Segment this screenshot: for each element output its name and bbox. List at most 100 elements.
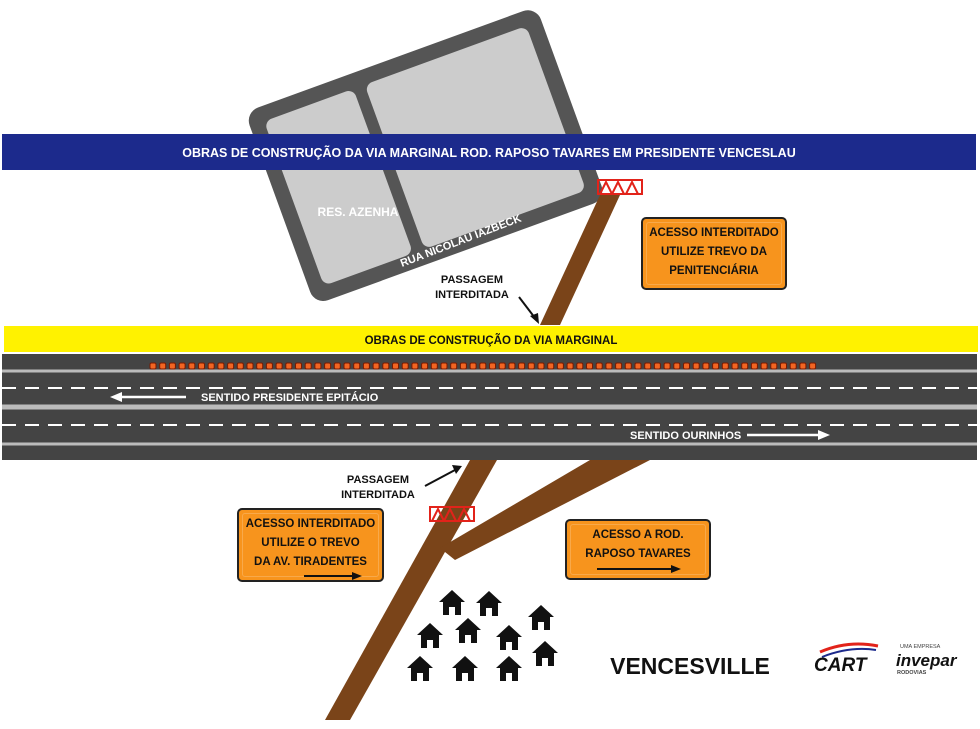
sign-tiradentes-line2: UTILIZE O TREVO xyxy=(261,537,360,549)
passage-south-line2: INTERDITADA xyxy=(341,489,415,501)
traffic-cone xyxy=(343,362,351,370)
reservoir-label: RES. AZENHA xyxy=(318,205,399,219)
traffic-cone xyxy=(382,362,390,370)
house-icon xyxy=(476,591,502,616)
traffic-cone xyxy=(333,362,341,370)
traffic-cone xyxy=(411,362,419,370)
dirt-road-branch xyxy=(440,460,650,560)
traffic-cone xyxy=(217,362,225,370)
traffic-cone xyxy=(653,362,661,370)
neighborhood-label: VENCESVILLE xyxy=(610,653,770,679)
traffic-cone xyxy=(731,362,739,370)
traffic-cone xyxy=(683,362,690,370)
traffic-cone xyxy=(149,362,157,370)
invepar-sub: RODOVIAS xyxy=(897,670,927,676)
traffic-cone xyxy=(750,362,758,370)
traffic-cone xyxy=(469,362,477,370)
traffic-cone xyxy=(615,362,623,370)
traffic-cone xyxy=(547,362,555,370)
traffic-cone xyxy=(518,362,526,370)
traffic-cone xyxy=(362,362,370,370)
traffic-cone xyxy=(702,362,710,370)
traffic-cone xyxy=(770,362,778,370)
passage-south-arrow xyxy=(424,465,462,487)
traffic-cone xyxy=(527,362,535,370)
traffic-cone xyxy=(809,362,817,370)
sign-tiradentes-arrow xyxy=(304,572,362,580)
traffic-cone xyxy=(741,362,749,370)
sign-tiradentes-line1: ACESSO INTERDITADO xyxy=(245,518,376,530)
house-icon xyxy=(455,618,481,643)
traffic-cone xyxy=(227,362,235,370)
sign-tiradentes-line3: DA AV. TIRADENTES xyxy=(254,556,367,568)
house-icon xyxy=(452,656,478,681)
traffic-cone xyxy=(236,362,244,370)
works-strip-text: OBRAS DE CONSTRUÇÃO DA VIA MARGINAL xyxy=(365,334,618,347)
traffic-cone xyxy=(168,362,176,370)
traffic-cone xyxy=(760,362,768,370)
traffic-cone xyxy=(712,362,720,370)
sign-penitenciaria: ACESSO INTERDITADO UTILIZE TREVO DA PENI… xyxy=(641,217,787,290)
barrier-south xyxy=(429,506,475,522)
sign-raposo-arrow xyxy=(597,565,681,573)
traffic-cone xyxy=(692,362,700,370)
traffic-cone xyxy=(498,362,506,370)
traffic-cone xyxy=(314,362,322,370)
direction-west-label: SENTIDO PRESIDENTE EPITÁCIO xyxy=(201,391,379,404)
traffic-cone xyxy=(256,362,264,370)
traffic-cone xyxy=(392,362,399,370)
house-icon xyxy=(532,641,558,666)
house-icon xyxy=(496,625,522,650)
traffic-cone xyxy=(721,362,729,370)
traffic-cone xyxy=(159,362,167,370)
invepar-logo: UMA EMPRESA invepar RODOVIAS xyxy=(896,644,958,676)
traffic-cone xyxy=(304,362,312,370)
traffic-cone xyxy=(566,362,574,370)
passage-north-line1: PASSAGEM xyxy=(441,274,503,286)
sign-raposo: ACESSO A ROD. RAPOSO TAVARES xyxy=(565,519,711,580)
dirt-road-north xyxy=(540,195,620,325)
traffic-cone xyxy=(265,362,273,370)
arrow-west xyxy=(110,392,186,402)
sign-tiradentes: ACESSO INTERDITADO UTILIZE O TREVO DA AV… xyxy=(237,508,384,582)
traffic-cones xyxy=(149,362,817,370)
traffic-cone xyxy=(178,362,186,370)
traffic-cone xyxy=(401,362,409,370)
traffic-cone xyxy=(605,362,613,370)
traffic-cone xyxy=(508,362,516,370)
direction-east-label: SENTIDO OURINHOS xyxy=(630,430,741,442)
traffic-cone xyxy=(459,362,467,370)
works-strip xyxy=(4,326,978,352)
traffic-cone xyxy=(198,362,205,370)
traffic-cone xyxy=(440,362,448,370)
sign-penitenciaria-line1: ACESSO INTERDITADO xyxy=(649,227,779,239)
traffic-cone xyxy=(556,362,564,370)
house-icon xyxy=(417,623,443,648)
houses xyxy=(407,590,558,681)
traffic-cone xyxy=(634,362,642,370)
traffic-cone xyxy=(246,362,254,370)
sign-penitenciaria-line3: PENITENCIÁRIA xyxy=(669,265,759,277)
cart-logo: CART xyxy=(814,642,879,676)
traffic-cone xyxy=(353,362,361,370)
passage-north-line2: INTERDITADA xyxy=(435,289,509,301)
traffic-cone xyxy=(663,362,671,370)
traffic-cone xyxy=(789,362,797,370)
invepar-logo-text: invepar xyxy=(896,651,958,670)
house-icon xyxy=(439,590,465,615)
house-icon xyxy=(407,656,433,681)
house-icon xyxy=(528,605,554,630)
title-banner xyxy=(2,134,976,170)
invepar-tag: UMA EMPRESA xyxy=(900,644,941,650)
traffic-cone xyxy=(188,362,196,370)
traffic-cone xyxy=(595,362,603,370)
traffic-cone xyxy=(799,362,807,370)
traffic-cone xyxy=(673,362,681,370)
sign-tiradentes-line3-wrap: DA AV. TIRADENTES xyxy=(239,553,382,572)
sign-raposo-line1: ACESSO A ROD. xyxy=(592,529,684,541)
cart-logo-text: CART xyxy=(814,655,868,676)
traffic-cone xyxy=(450,362,458,370)
traffic-cone xyxy=(372,362,380,370)
traffic-cone xyxy=(489,362,496,370)
